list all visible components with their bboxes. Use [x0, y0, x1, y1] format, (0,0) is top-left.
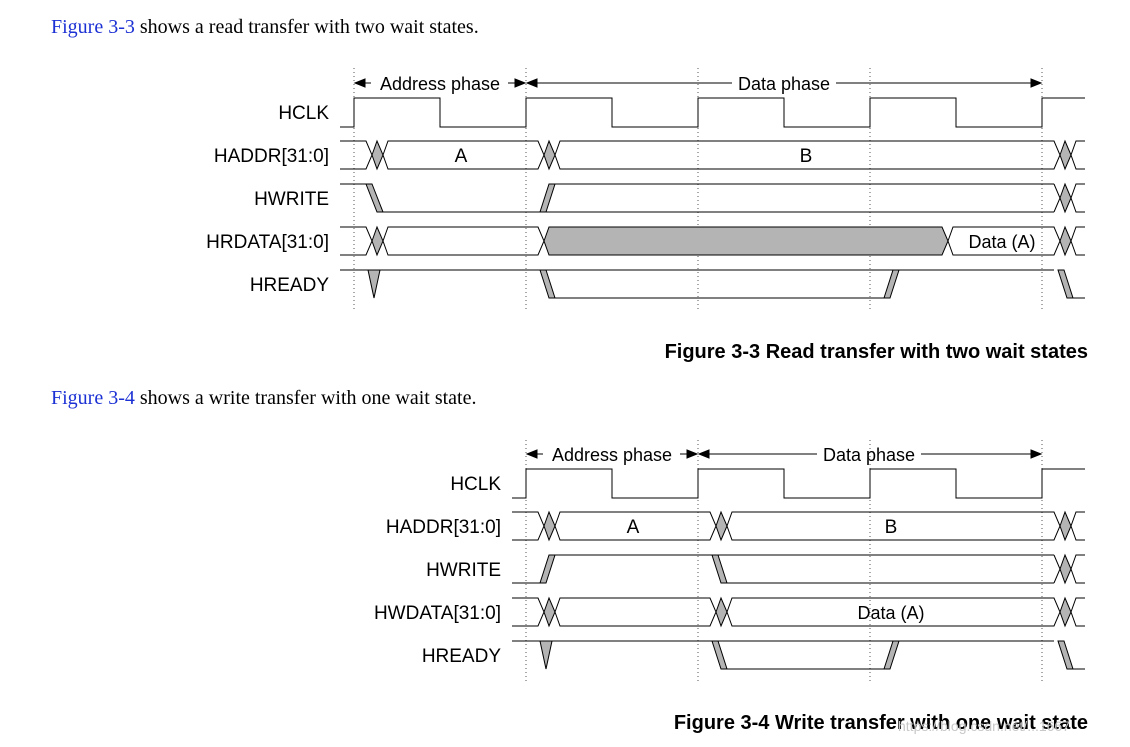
figure-3-3-diagram: Address phase Data phase HCLK HADDR[31:0… — [206, 68, 1085, 312]
paragraph-1-text: shows a read transfer with two wait stat… — [134, 16, 479, 38]
data-phase-label: Data phase — [738, 74, 830, 94]
signal-label-hwdata-2: HWDATA[31:0] — [374, 603, 501, 624]
paragraph-1: Figure 3-3 shows a read transfer with tw… — [51, 16, 479, 39]
address-phase-label: Address phase — [380, 74, 500, 94]
hwrite-waveform — [340, 182, 1085, 214]
figure-3-3-link[interactable]: Figure 3-3 — [51, 16, 135, 38]
signal-label-haddr-2: HADDR[31:0] — [386, 517, 501, 538]
signal-label-hclk: HCLK — [278, 103, 329, 124]
phase-arrows-2 — [525, 449, 1043, 459]
figure-3-3-caption: Figure 3-3 Read transfer with two wait s… — [664, 341, 1088, 363]
hclk-waveform — [340, 97, 1085, 128]
watermark-text: https://blog.csdn.net/...1667 — [898, 718, 1071, 734]
figure-3-4-diagram: Address phase Data phase HCLK HADDR[31:0… — [374, 440, 1085, 684]
haddr-value-a-2: A — [627, 517, 640, 538]
hready-waveform-2 — [512, 640, 1085, 670]
hclk-waveform-2 — [512, 468, 1085, 499]
signal-label-haddr: HADDR[31:0] — [214, 146, 329, 167]
signal-label-hwrite-2: HWRITE — [426, 560, 501, 581]
signal-label-hrdata: HRDATA[31:0] — [206, 232, 329, 253]
haddr-value-a: A — [455, 146, 468, 167]
signal-label-hclk-2: HCLK — [450, 474, 501, 495]
haddr-value-b: B — [800, 146, 813, 167]
paragraph-2: Figure 3-4 shows a write transfer with o… — [51, 387, 476, 410]
signal-label-hready: HREADY — [250, 275, 330, 296]
signal-label-hwrite: HWRITE — [254, 189, 329, 210]
haddr-waveform-2 — [512, 510, 1085, 542]
hrdata-value: Data (A) — [968, 232, 1035, 252]
data-phase-label-2: Data phase — [823, 445, 915, 465]
haddr-value-b-2: B — [885, 517, 898, 538]
signal-label-hready-2: HREADY — [422, 646, 502, 667]
hrdata-waveform — [340, 225, 1085, 257]
hwdata-value-2: Data (A) — [857, 603, 924, 623]
hready-waveform — [340, 269, 1085, 299]
hwdata-waveform-2 — [512, 596, 1085, 628]
haddr-waveform — [340, 139, 1085, 171]
paragraph-2-text: shows a write transfer with one wait sta… — [134, 387, 477, 409]
address-phase-label-2: Address phase — [552, 445, 672, 465]
hwrite-waveform-2 — [512, 553, 1085, 585]
phase-arrows — [353, 78, 1043, 88]
figure-3-4-caption: Figure 3-4 Write transfer with one wait … — [673, 712, 1088, 734]
figure-3-4-link[interactable]: Figure 3-4 — [51, 387, 135, 409]
